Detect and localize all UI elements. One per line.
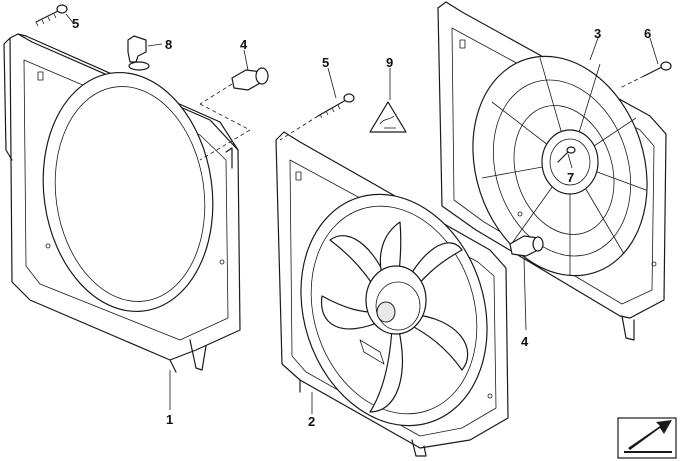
callout-8: 8 — [165, 37, 172, 52]
callout-9: 9 — [386, 55, 393, 70]
part-fan-with-motor — [275, 131, 509, 457]
leader-lines — [65, 13, 659, 414]
callout-6: 6 — [644, 26, 651, 41]
callout-4-top: 4 — [240, 37, 248, 52]
callout-7: 7 — [567, 170, 574, 185]
callout-3: 3 — [594, 26, 601, 41]
callout-5-center: 5 — [322, 55, 329, 70]
screw-7 — [557, 146, 576, 163]
rivet-4-right — [509, 235, 544, 257]
callout-2: 2 — [308, 414, 315, 429]
callout-4-right: 4 — [521, 334, 529, 349]
callout-5-top-left: 5 — [72, 16, 79, 31]
part-fan-shroud — [3, 33, 241, 373]
clip-8 — [127, 35, 150, 71]
callout-1: 1 — [166, 412, 173, 427]
direction-arrow-icon — [617, 417, 677, 459]
warning-triangle-icon — [369, 101, 407, 133]
part-fan-guard — [437, 1, 667, 341]
screw-6 — [619, 61, 672, 89]
rivet-4-top — [199, 67, 269, 161]
screw-5-top-left — [35, 4, 68, 27]
screw-5-center — [279, 93, 355, 141]
